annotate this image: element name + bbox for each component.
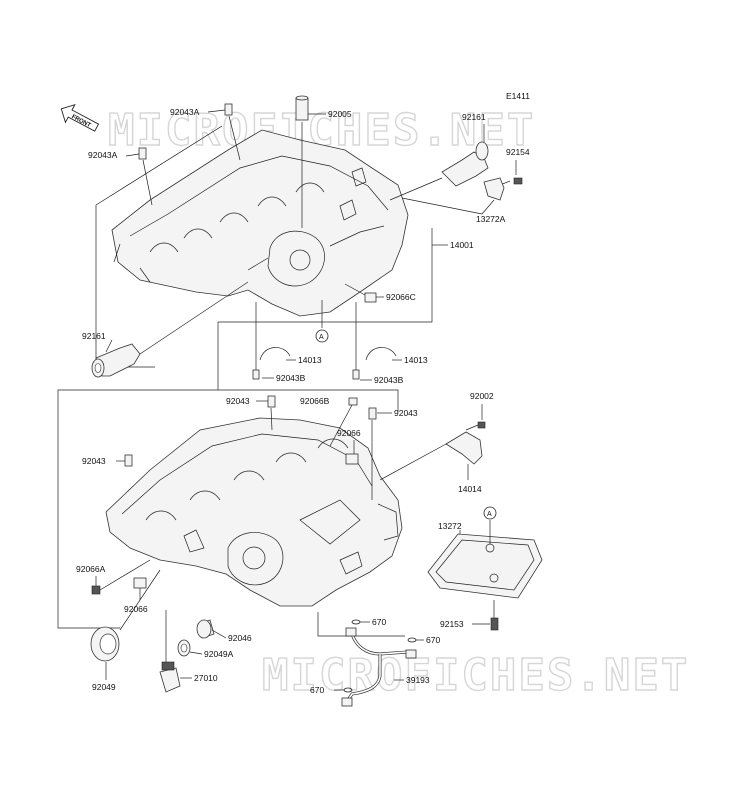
lower-crankcase <box>105 417 403 607</box>
part-670-b <box>407 637 417 643</box>
part-92043A-top <box>224 103 233 116</box>
diagram-code: E1411 <box>506 91 530 101</box>
part-92043-mid-left <box>267 395 276 408</box>
part-27010 <box>159 661 181 693</box>
part-92066B <box>348 397 358 406</box>
leader <box>207 109 226 113</box>
part-92066-mid <box>345 453 359 465</box>
label-92049: 92049 <box>92 682 116 692</box>
part-92046 <box>196 619 215 639</box>
label-13272A: 13272A <box>476 214 506 224</box>
part-13272A <box>483 177 505 201</box>
leader <box>139 281 249 355</box>
label-14013-left: 14013 <box>298 355 322 365</box>
upper-crankcase <box>111 129 409 317</box>
label-92005: 92005 <box>328 109 352 119</box>
label-92153: 92153 <box>440 619 464 629</box>
leader <box>379 443 447 481</box>
part-92066C <box>364 292 377 303</box>
lower-frame-bottom <box>317 612 405 637</box>
label-92066-low: 92066 <box>124 604 148 614</box>
part-92161-top <box>441 141 489 187</box>
label-13272: 13272 <box>438 521 462 531</box>
label-92043-left: 92043 <box>82 456 106 466</box>
part-92066A <box>91 585 101 595</box>
part-92043-left <box>124 454 133 467</box>
part-670-a <box>351 619 361 625</box>
callout-a-upper-text: A <box>319 334 324 341</box>
label-92043B-left: 92043B <box>276 373 306 383</box>
part-14014 <box>445 431 483 465</box>
leader <box>105 339 113 353</box>
label-670-a: 670 <box>372 617 386 627</box>
callout-a-lower <box>483 506 497 520</box>
part-39193 <box>341 627 417 707</box>
part-92002 <box>465 421 486 431</box>
leader <box>401 197 483 215</box>
lower-frame <box>57 389 218 629</box>
part-92049 <box>90 626 120 662</box>
part-13272 <box>427 533 543 599</box>
label-92046: 92046 <box>228 633 252 643</box>
part-92043A-left <box>138 147 147 160</box>
part-14013-left <box>259 347 291 361</box>
label-92002: 92002 <box>470 391 494 401</box>
label-92154: 92154 <box>506 147 530 157</box>
leader <box>119 569 161 631</box>
label-670-b: 670 <box>426 635 440 645</box>
label-39193: 39193 <box>406 675 430 685</box>
part-92161-left <box>91 343 141 378</box>
part-14013-right <box>365 347 397 361</box>
label-92043A-top: 92043A <box>170 107 200 117</box>
label-92043-mid-left: 92043 <box>226 396 250 406</box>
label-92066B: 92066B <box>300 396 330 406</box>
watermark-bottom: MICROFICHES.NET <box>262 650 689 701</box>
part-92043B-left <box>252 369 260 380</box>
label-27010: 27010 <box>194 673 218 683</box>
label-92066C: 92066C <box>386 292 416 302</box>
label-92161-left: 92161 <box>82 331 106 341</box>
leader <box>389 177 443 201</box>
leader <box>125 153 140 157</box>
part-92005 <box>295 95 309 121</box>
part-92049A <box>177 639 191 657</box>
label-14001: 14001 <box>450 240 474 250</box>
callout-a-upper <box>315 329 329 343</box>
label-14014: 14014 <box>458 484 482 494</box>
upper-frame-top <box>95 125 223 206</box>
label-92043B-right: 92043B <box>374 375 404 385</box>
leader <box>270 407 273 431</box>
part-92043-mid-right <box>368 407 377 420</box>
callout-a-lower-text: A <box>487 511 492 518</box>
leader <box>344 283 366 296</box>
middle-frame <box>217 322 399 412</box>
leader <box>228 115 241 161</box>
label-92066A: 92066A <box>76 564 106 574</box>
part-92043B-right <box>352 369 360 380</box>
leader <box>481 199 495 215</box>
label-92066-mid: 92066 <box>337 428 361 438</box>
leader <box>329 404 353 447</box>
leader <box>142 159 153 206</box>
leader <box>99 559 151 591</box>
label-92161-top: 92161 <box>462 112 486 122</box>
label-14013-right: 14013 <box>404 355 428 365</box>
label-670-c: 670 <box>310 685 324 695</box>
front-arrow-icon: FRONT <box>60 103 100 132</box>
part-92154 <box>499 177 523 186</box>
part-92066-low <box>133 577 147 589</box>
leader <box>189 651 203 655</box>
part-92153 <box>490 617 499 631</box>
label-92043-mid-right: 92043 <box>394 408 418 418</box>
upper-frame-right <box>218 228 433 323</box>
leader <box>211 629 227 639</box>
label-92049A: 92049A <box>204 649 234 659</box>
label-92043A-left: 92043A <box>88 150 118 160</box>
